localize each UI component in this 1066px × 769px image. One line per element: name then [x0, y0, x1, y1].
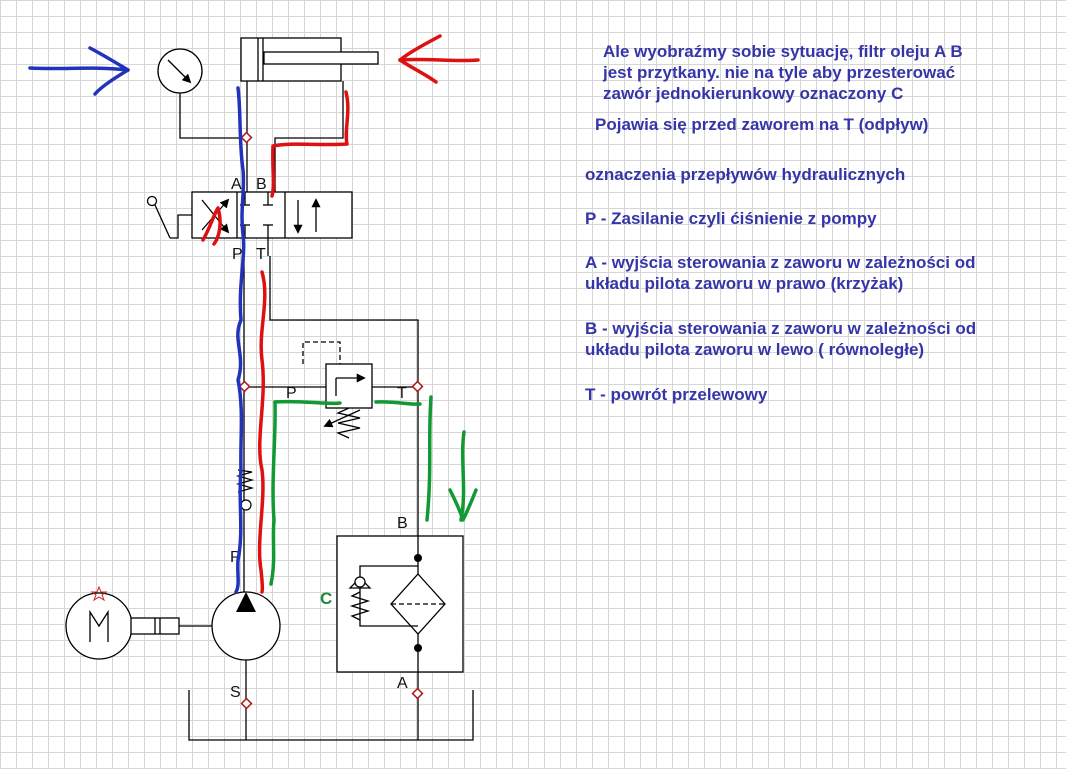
electric-motor — [65, 592, 213, 660]
port-label-valve-a: A — [231, 176, 242, 193]
green-flow-annotation — [269, 395, 478, 586]
node-marker-filter-a — [411, 687, 424, 700]
node-markers — [238, 131, 424, 710]
legend-title: oznaczenia przepływów hydraulicznych — [585, 165, 906, 184]
legend-a-line-1: A - wyjścia sterowania z zaworu w zależn… — [585, 253, 976, 272]
intro-line-1: Ale wyobraźmy sobie sytuację, filtr olej… — [603, 42, 963, 61]
red-flow-annotation — [201, 34, 480, 594]
hydraulic-cylinder — [240, 37, 379, 192]
legend-b-line-2: układu pilota zaworu w lewo ( równoległe… — [585, 340, 925, 359]
intro-line-3: zawór jednokierunkowy oznaczony C — [603, 84, 904, 103]
check-valve-label-c: C — [320, 589, 332, 608]
blue-flow-annotation — [28, 46, 246, 594]
pump-direction-icon — [236, 592, 256, 612]
port-label-pump-p: P — [230, 549, 241, 566]
port-label-valve-b: B — [256, 176, 267, 193]
legend-a-line-2: układu pilota zaworu w prawo (krzyżak) — [585, 274, 904, 293]
pressure-relief-valve — [302, 341, 373, 439]
node-marker-relief-t — [411, 380, 424, 393]
port-label-pump-s: S — [230, 684, 241, 701]
intro-line-2: jest przytkany. nie na tyle aby przester… — [603, 63, 956, 82]
node-marker-relief-p — [238, 380, 251, 393]
flow-restrictor — [235, 469, 255, 511]
port-label-filter-b: B — [397, 515, 408, 532]
legend-p: P - Zasilanie czyli ćiśnienie z pompy — [585, 209, 877, 228]
filter-bottom-node — [414, 644, 422, 652]
intro-note: Ale wyobraźmy sobie sytuację, filtr olej… — [603, 41, 963, 104]
filter-top-node — [414, 554, 422, 562]
port-label-relief-t: T — [397, 385, 407, 402]
legend-b-line-1: B - wyjścia sterowania z zaworu w zależn… — [585, 319, 977, 338]
legend-a: A - wyjścia sterowania z zaworu w zależn… — [585, 252, 975, 294]
filter-assembly — [336, 535, 464, 673]
port-label-relief-p: P — [286, 385, 297, 402]
directional-control-valve — [146, 138, 353, 256]
port-label-filter-a: A — [397, 675, 408, 692]
intro-line-4: Pojawia się przed zaworem na T (odpływ) — [595, 115, 929, 134]
port-label-valve-p: P — [232, 246, 243, 263]
node-marker-cylinder — [240, 131, 253, 144]
legend-b: B - wyjścia sterowania z zaworu w zależn… — [585, 318, 976, 360]
port-label-valve-t: T — [256, 246, 266, 263]
pressure-gauge — [157, 48, 247, 139]
legend-t: T - powrót przelewowy — [585, 385, 768, 404]
motor-star-icon — [90, 585, 108, 602]
node-marker-pump-s — [240, 697, 253, 710]
